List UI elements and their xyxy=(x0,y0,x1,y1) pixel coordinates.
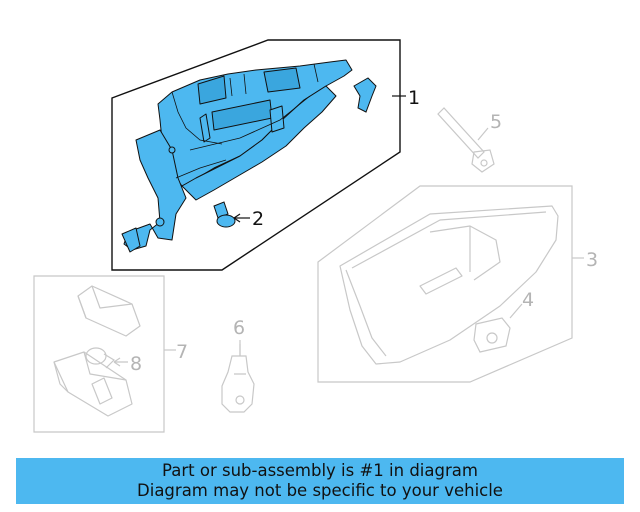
part-3-group-frame xyxy=(317,185,573,383)
part-7-group-frame xyxy=(33,275,165,433)
bulb-part-8 xyxy=(85,347,115,369)
banner-line-1: Part or sub-assembly is #1 in diagram xyxy=(162,461,478,480)
glove-box-housing-part-1[interactable] xyxy=(121,59,353,253)
glove-box-door-part-3 xyxy=(339,205,559,365)
lamp-housing-part-7 xyxy=(53,285,141,417)
glove-box-housing-details xyxy=(171,63,319,179)
pin-part-2[interactable] xyxy=(213,201,236,228)
callout-8: 8 xyxy=(130,353,142,375)
banner-line-2: Diagram may not be specific to your vehi… xyxy=(137,481,503,500)
leader-lines-active xyxy=(233,95,406,223)
callout-1: 1 xyxy=(408,87,420,109)
socket-part-6 xyxy=(221,340,255,413)
callout-7: 7 xyxy=(176,341,188,363)
info-banner: Part or sub-assembly is #1 in diagram Di… xyxy=(16,458,624,504)
callout-6: 6 xyxy=(233,317,245,339)
callout-3: 3 xyxy=(586,249,598,271)
callout-2: 2 xyxy=(252,208,264,230)
callout-4: 4 xyxy=(522,289,534,311)
callout-5: 5 xyxy=(490,111,502,133)
strut-part-5 xyxy=(437,107,495,173)
part-1-group-frame xyxy=(111,39,401,271)
leader-lines-dim xyxy=(113,127,584,367)
housing-bracket xyxy=(353,77,377,113)
lock-part-4 xyxy=(473,317,511,353)
